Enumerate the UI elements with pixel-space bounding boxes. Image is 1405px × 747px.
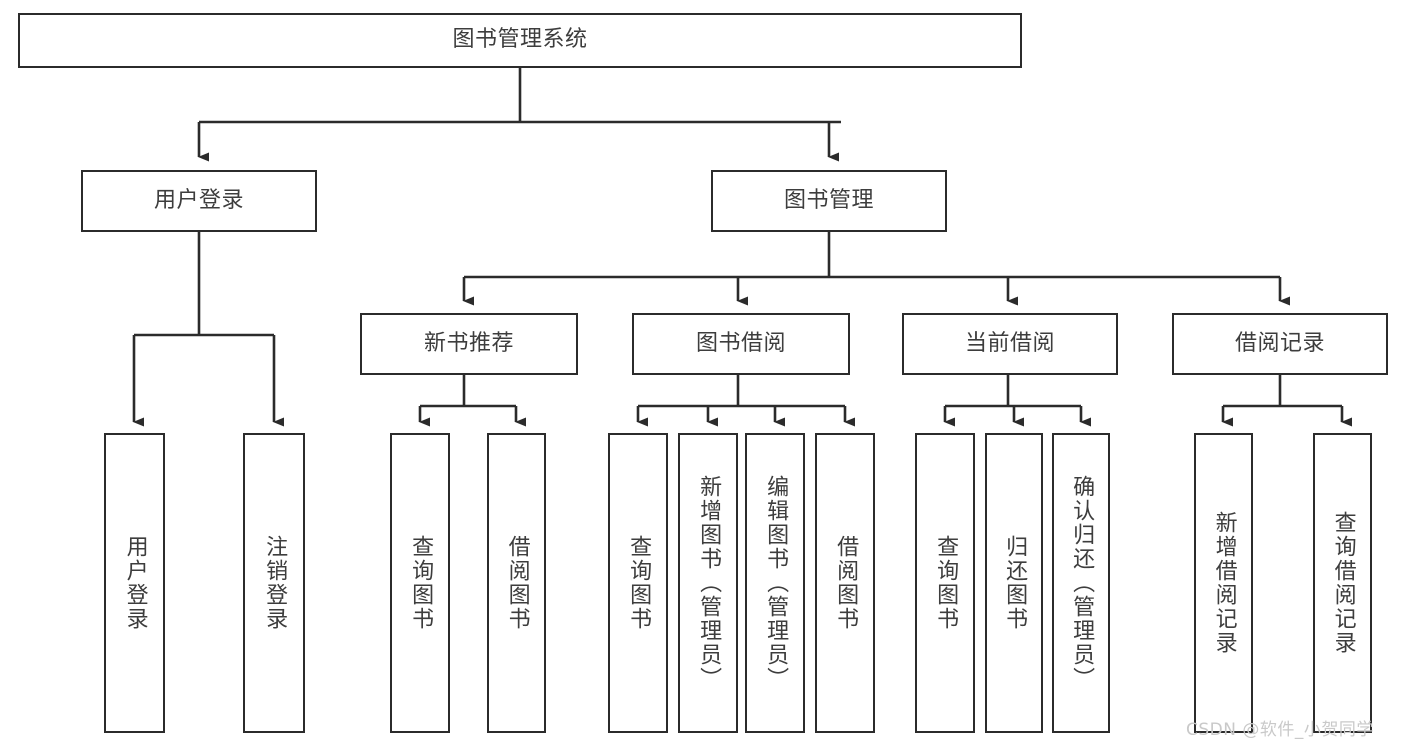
node-user-login[interactable]: 用户登录	[81, 170, 317, 232]
leaf-borrow-book-newbook-label: 借阅图书	[504, 535, 530, 631]
leaf-query-book-borrow[interactable]: 查询图书	[608, 433, 668, 733]
node-book-management-label: 图书管理	[783, 187, 874, 213]
csdn-watermark: CSDN @软件_小贺同学	[1186, 720, 1374, 740]
leaf-query-book-newbook[interactable]: 查询图书	[390, 433, 450, 733]
edges-borrow-to-leaves	[636, 375, 855, 427]
edges-login-to-leaves	[132, 232, 284, 427]
node-root[interactable]: 图书管理系统	[18, 13, 1022, 68]
node-root-label: 图书管理系统	[452, 27, 588, 53]
leaf-edit-book-admin-label: 编辑图书（管理员）	[763, 475, 789, 691]
edges-current-to-leaves	[943, 375, 1091, 427]
leaf-query-book-borrow-label: 查询图书	[626, 535, 652, 631]
leaf-query-book-current[interactable]: 查询图书	[915, 433, 975, 733]
leaf-query-borrow-record-label: 查询借阅记录	[1330, 511, 1356, 655]
leaf-add-book-admin-label: 新增图书（管理员）	[696, 475, 722, 691]
node-new-book-recommend-label: 新书推荐	[423, 330, 514, 356]
edges-root-to-level2	[197, 68, 841, 162]
edges-records-to-leaves	[1221, 375, 1352, 427]
node-user-login-label: 用户登录	[153, 187, 244, 213]
leaf-query-book-newbook-label: 查询图书	[408, 535, 434, 631]
leaf-edit-book-admin[interactable]: 编辑图书（管理员）	[745, 433, 805, 733]
node-current-borrow[interactable]: 当前借阅	[902, 313, 1118, 375]
node-book-borrow-label: 图书借阅	[695, 330, 786, 356]
leaf-user-login[interactable]: 用户登录	[104, 433, 165, 733]
leaf-borrow-book-borrow[interactable]: 借阅图书	[815, 433, 875, 733]
node-borrow-records-label: 借阅记录	[1234, 330, 1325, 356]
leaf-user-login-label: 用户登录	[122, 535, 148, 631]
leaf-add-borrow-record-label: 新增借阅记录	[1211, 511, 1237, 655]
leaf-add-borrow-record[interactable]: 新增借阅记录	[1194, 433, 1253, 733]
node-new-book-recommend[interactable]: 新书推荐	[360, 313, 578, 375]
leaf-confirm-return-admin[interactable]: 确认归还（管理员）	[1052, 433, 1110, 733]
node-borrow-records[interactable]: 借阅记录	[1172, 313, 1388, 375]
leaf-return-book-label: 归还图书	[1002, 535, 1028, 631]
leaf-query-book-current-label: 查询图书	[933, 535, 959, 631]
leaf-borrow-book-borrow-label: 借阅图书	[833, 535, 859, 631]
leaf-add-book-admin[interactable]: 新增图书（管理员）	[678, 433, 738, 733]
edges-newbook-to-leaves	[418, 375, 526, 427]
edges-bookmgmt-to-level3	[462, 232, 1290, 306]
node-book-management[interactable]: 图书管理	[711, 170, 947, 232]
leaf-query-borrow-record[interactable]: 查询借阅记录	[1313, 433, 1372, 733]
leaf-return-book[interactable]: 归还图书	[985, 433, 1043, 733]
leaf-confirm-return-admin-label: 确认归还（管理员）	[1069, 475, 1095, 691]
leaf-logout[interactable]: 注销登录	[243, 433, 305, 733]
leaf-borrow-book-newbook[interactable]: 借阅图书	[487, 433, 546, 733]
leaf-logout-label: 注销登录	[262, 535, 288, 631]
node-book-borrow[interactable]: 图书借阅	[632, 313, 850, 375]
node-current-borrow-label: 当前借阅	[964, 330, 1055, 356]
